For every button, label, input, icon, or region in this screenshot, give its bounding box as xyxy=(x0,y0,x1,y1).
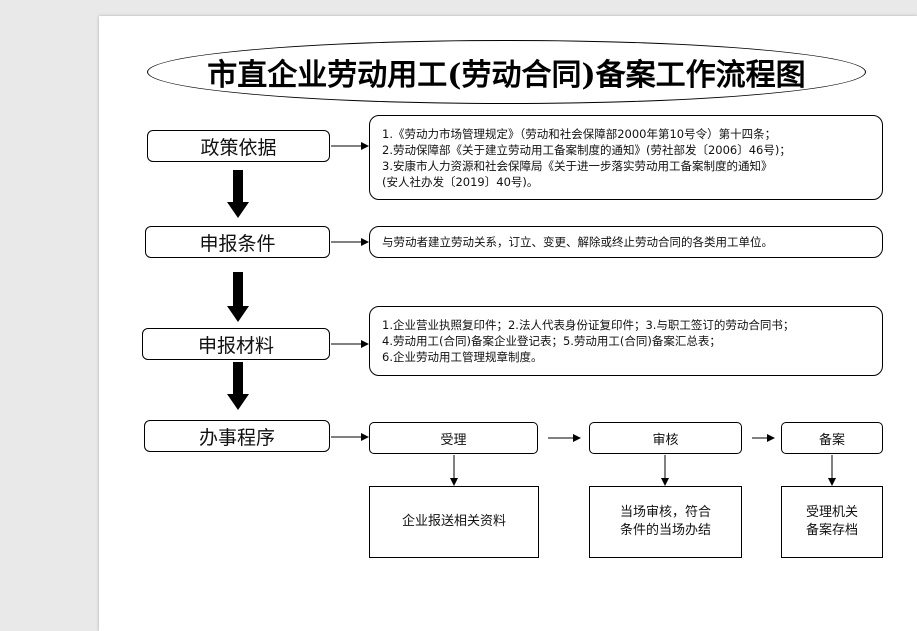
material-line: 4.劳动用工(合同)备案企业登记表；5.劳动用工(合同)备案汇总表； xyxy=(382,334,721,348)
result-accept: 企业报送相关资料 xyxy=(369,486,539,558)
policy-line: 2.劳动保障部《关于建立劳动用工备案制度的通知》(劳社部发〔2006〕46号)； xyxy=(382,142,791,157)
step-policy-basis: 政策依据 xyxy=(147,130,330,162)
policy-line: (安人社办发〔2019〕40号)。 xyxy=(382,174,539,189)
policy-line: 3.安康市人力资源和社会保障局《关于进一步落实劳动用工备案制度的通知》 xyxy=(382,158,773,173)
step-application-conditions: 申报条件 xyxy=(145,226,330,258)
stage-filing: 备案 xyxy=(781,422,883,454)
result-line: 备案存档 xyxy=(805,523,858,538)
page-title: 市直企业劳动用工(劳动合同)备案工作流程图 xyxy=(207,58,806,93)
result-filing: 受理机关 备案存档 xyxy=(781,486,883,558)
stage-accept: 受理 xyxy=(369,422,538,454)
down-arrow xyxy=(227,362,249,410)
result-line: 企业报送相关资料 xyxy=(401,514,506,529)
result-review: 当场审核，符合 条件的当场办结 xyxy=(589,486,742,558)
step-procedure: 办事程序 xyxy=(144,420,330,452)
result-line: 条件的当场办结 xyxy=(619,523,711,538)
condition-info-box: 与劳动者建立劳动关系，订立、变更、解除或终止劳动合同的各类用工单位。 xyxy=(369,226,883,258)
policy-info-box: 1.《劳动力市场管理规定》（劳动和社会保障部2000年第10号令）第十四条； 2… xyxy=(369,115,883,200)
policy-line: 1.《劳动力市场管理规定》（劳动和社会保障部2000年第10号令）第十四条； xyxy=(382,126,777,141)
material-line: 6.企业劳动用工管理规章制度。 xyxy=(382,350,543,364)
down-arrow xyxy=(227,272,249,322)
materials-info-box: 1.企业营业执照复印件；2.法人代表身份证复印件；3.与职工签订的劳动合同书； … xyxy=(369,306,883,376)
title-ellipse xyxy=(147,40,866,104)
result-line: 受理机关 xyxy=(805,505,858,520)
result-line: 当场审核，符合 xyxy=(619,505,711,520)
material-line: 1.企业营业执照复印件；2.法人代表身份证复印件；3.与职工签订的劳动合同书； xyxy=(382,318,795,332)
down-arrow xyxy=(227,170,249,218)
condition-text: 与劳动者建立劳动关系，订立、变更、解除或终止劳动合同的各类用工单位。 xyxy=(382,235,773,249)
step-application-materials: 申报材料 xyxy=(142,328,330,360)
stage-review: 审核 xyxy=(589,422,742,454)
